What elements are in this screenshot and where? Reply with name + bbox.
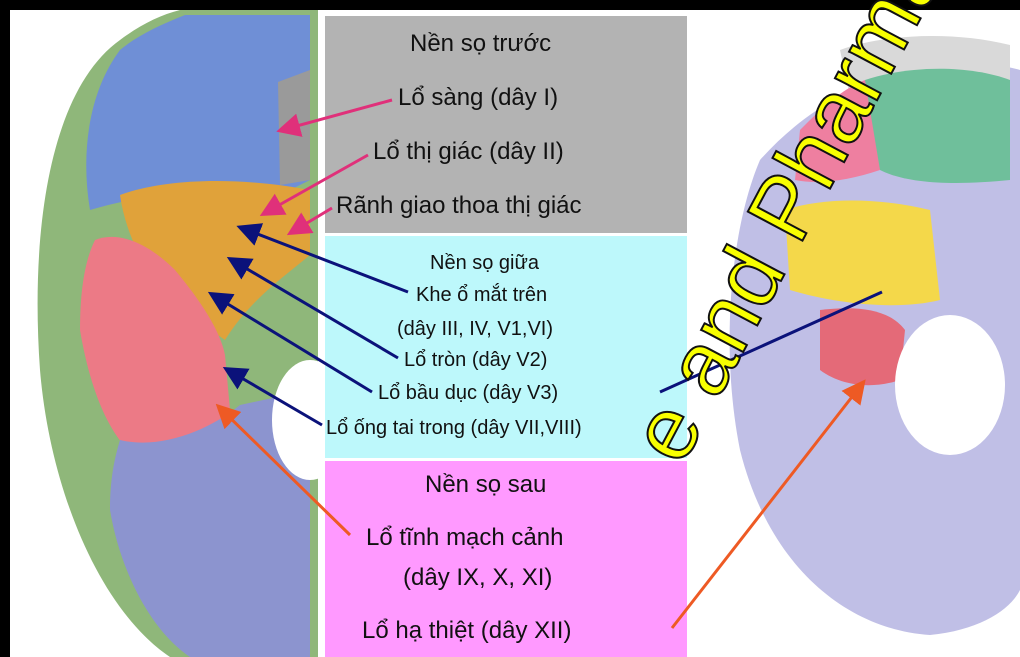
arrow-ovale-right [660, 292, 882, 392]
arrow-sup-orbital-fissure [242, 228, 408, 292]
arrow-chiasm [292, 208, 332, 232]
arrow-ovale-left [213, 295, 372, 392]
arrow-cribriform [282, 100, 392, 130]
arrow-hypoglossal [672, 384, 862, 628]
arrow-int-acoustic [228, 370, 322, 425]
arrow-rotundum [232, 260, 398, 358]
arrow-jugular [220, 408, 350, 535]
arrow-optic-canal [265, 155, 368, 213]
